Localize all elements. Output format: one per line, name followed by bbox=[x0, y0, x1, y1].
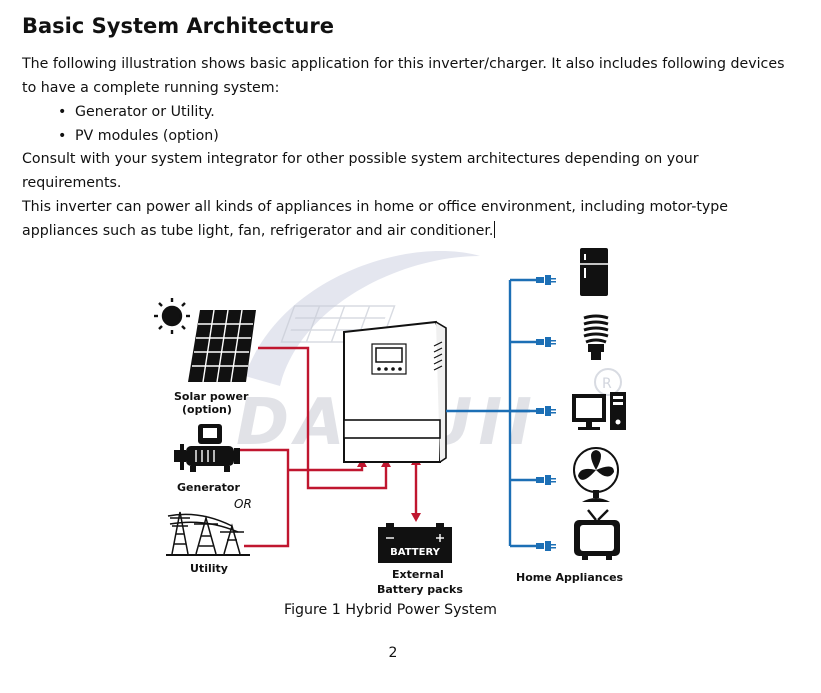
television-icon bbox=[574, 509, 620, 560]
refrigerator-icon bbox=[580, 248, 608, 296]
appliances-text: This inverter can power all kinds of app… bbox=[22, 199, 729, 239]
consult-paragraph: Consult with your system integrator for … bbox=[22, 151, 699, 191]
computer-icon bbox=[572, 392, 626, 430]
device-list: Generator or Utility. PV modules (option… bbox=[58, 100, 219, 148]
list-item-text: Generator or Utility. bbox=[75, 104, 215, 120]
generator-label: Generator bbox=[177, 481, 240, 494]
list-item: Generator or Utility. bbox=[58, 100, 219, 124]
sun-icon bbox=[154, 298, 190, 334]
utility-label: Utility bbox=[190, 562, 228, 575]
ac-input-wiring bbox=[234, 346, 418, 548]
intro-paragraph: The following illustration shows basic a… bbox=[22, 52, 792, 100]
or-label: OR bbox=[234, 497, 252, 511]
figure-caption: Figure 1 Hybrid Power System bbox=[283, 602, 498, 618]
battery-icon: BATTERY bbox=[378, 523, 452, 563]
inverter-unit bbox=[343, 320, 447, 463]
utility-pylon-icon bbox=[166, 511, 250, 556]
load-wiring bbox=[446, 278, 538, 548]
solar-panel-icon bbox=[188, 309, 256, 383]
solar-label-line1: Solar power bbox=[174, 390, 249, 403]
plug-connectors bbox=[536, 275, 556, 551]
text-cursor bbox=[494, 221, 496, 238]
battery-label-line1: External bbox=[392, 568, 444, 581]
battery-label-line2: Battery packs bbox=[377, 583, 463, 596]
list-item: PV modules (option) bbox=[58, 124, 219, 148]
intro-text: The following illustration shows basic a… bbox=[22, 56, 785, 96]
hybrid-power-diagram: DAMUII R bbox=[154, 248, 626, 596]
generator-icon bbox=[174, 424, 240, 472]
solar-label-line2: (option) bbox=[182, 403, 232, 416]
list-item-text: PV modules (option) bbox=[75, 128, 219, 144]
appliances-paragraph: This inverter can power all kinds of app… bbox=[22, 195, 792, 243]
cfl-lamp-icon bbox=[583, 314, 609, 360]
home-appliances-label: Home Appliances bbox=[516, 571, 624, 584]
svg-text:R: R bbox=[602, 376, 612, 392]
battery-badge-text: BATTERY bbox=[390, 547, 440, 558]
fan-icon bbox=[573, 447, 619, 502]
page-number: 2 bbox=[388, 645, 398, 661]
section-heading: Basic System Architecture bbox=[22, 14, 334, 38]
